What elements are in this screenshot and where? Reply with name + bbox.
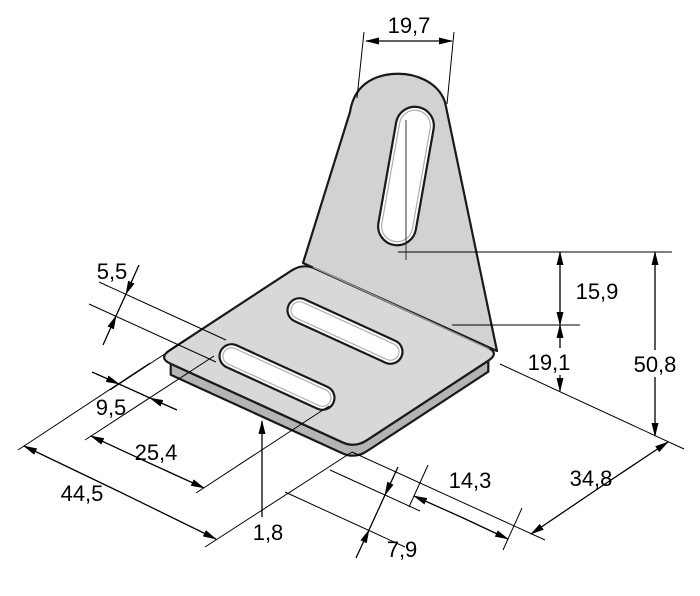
dim-label-slot-end-distance: 7,9	[387, 537, 418, 562]
extension-line	[88, 303, 217, 363]
dim-label-base-width: 44,5	[61, 481, 104, 506]
extension-line	[329, 469, 421, 512]
extension-line	[351, 451, 546, 541]
dim-label-base-depth: 34,8	[570, 466, 613, 491]
extension-line	[109, 339, 187, 391]
dimension-arrow	[149, 397, 178, 411]
dimension-arrow	[102, 315, 117, 346]
dim-label-overall-height: 50,8	[634, 352, 677, 377]
dimension-line	[90, 435, 148, 463]
dimension-arrow	[125, 264, 140, 295]
dimension-line	[368, 494, 386, 531]
base-slot-upper-inner-edge	[290, 301, 400, 361]
dim-label-base-slot-offset: 9,5	[96, 395, 127, 420]
extension-line	[356, 31, 365, 99]
dimension-arrow	[355, 529, 370, 559]
dimension-text-backing	[628, 350, 683, 377]
dim-label-slot-side-distance: 14,3	[449, 468, 492, 493]
extension-line	[408, 464, 429, 508]
dimension-line	[23, 445, 121, 493]
extension-line	[502, 507, 523, 551]
extension-line	[204, 451, 353, 548]
dim-label-slot-bottom-height: 19,1	[528, 350, 571, 375]
dimension-line	[413, 495, 462, 518]
extension-line	[98, 281, 227, 341]
dimension-line	[119, 491, 217, 540]
bracket-base-top-face	[163, 265, 495, 446]
dimension-arrow	[91, 371, 120, 385]
dimension-line	[530, 487, 600, 535]
dimension-line	[115, 293, 127, 317]
dim-label-vertical-slot-length: 15,9	[576, 279, 619, 304]
extension-line	[446, 31, 455, 105]
dimension-line	[118, 383, 151, 399]
base-slot-lower	[218, 343, 336, 411]
dimension-arrow	[384, 466, 399, 496]
dim-label-base-slot-length: 25,4	[135, 440, 178, 465]
dimension-line	[460, 516, 509, 540]
bend-line	[312, 266, 490, 350]
extension-line	[284, 491, 406, 548]
dim-label-base-slot-width: 5,5	[97, 259, 128, 284]
base-slot-lower-inner-edge	[222, 347, 332, 407]
extension-line	[17, 362, 151, 451]
base-slot-upper	[286, 297, 404, 365]
dimension-line	[598, 441, 669, 489]
vertical-slot-inner-edge	[381, 109, 431, 243]
dim-label-top-tab-width: 19,7	[388, 13, 431, 38]
dim-label-material-thickness: 1,8	[253, 520, 284, 545]
dimension-line	[146, 461, 205, 489]
dimension-text-backing	[524, 348, 576, 375]
